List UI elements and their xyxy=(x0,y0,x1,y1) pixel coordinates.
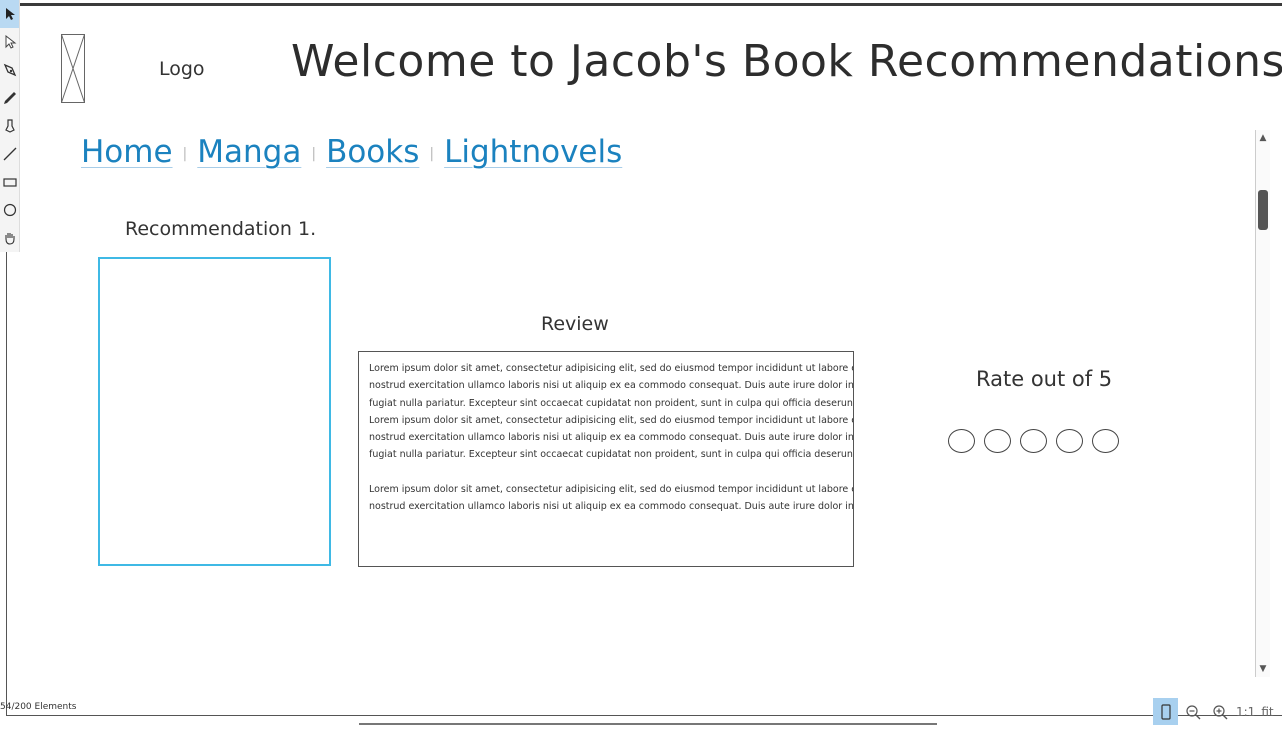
brush-icon[interactable] xyxy=(0,112,19,140)
horizontal-scroll-indicator[interactable] xyxy=(359,723,937,725)
review-line: Lorem ipsum dolor sit amet, consectetur … xyxy=(369,363,853,374)
canvas-bottom-border xyxy=(6,715,1282,716)
select-arrow-icon[interactable] xyxy=(0,0,19,28)
review-paragraph: Lorem ipsum dolor sit amet, consectetur … xyxy=(359,360,853,464)
scroll-down-arrow-icon[interactable]: ▼ xyxy=(1259,664,1267,674)
logo-placeholder xyxy=(61,34,85,103)
review-line: nostrud exercitation ullamco laboris nis… xyxy=(369,501,853,513)
phone-view-icon[interactable] xyxy=(1153,698,1178,725)
nav-separator: | xyxy=(311,146,317,162)
zoom-in-icon[interactable] xyxy=(1207,698,1232,725)
rating-circle-1[interactable] xyxy=(948,429,975,453)
review-text-box[interactable]: Lorem ipsum dolor sit amet, consectetur … xyxy=(358,351,854,567)
review-line: Lorem ipsum dolor sit amet, consectetur … xyxy=(369,414,853,426)
review-line: nostrud exercitation ullamco laboris nis… xyxy=(369,432,853,444)
nav-link-lightnovels[interactable]: Lightnovels xyxy=(444,134,623,170)
zoom-actual-size-button[interactable]: 1:1 xyxy=(1236,704,1256,719)
element-count-status: 54/200 Elements xyxy=(0,702,77,712)
zoom-controls: 1:1 fit xyxy=(1153,698,1276,725)
pencil-icon[interactable] xyxy=(0,84,19,112)
direct-select-icon[interactable] xyxy=(0,28,19,56)
review-line: Lorem ipsum dolor sit amet, consectetur … xyxy=(369,483,853,495)
rating-circle-4[interactable] xyxy=(1056,429,1083,453)
canvas-top-border xyxy=(8,3,1282,6)
rectangle-icon[interactable] xyxy=(0,168,19,196)
ellipse-icon[interactable] xyxy=(0,196,19,224)
line-icon[interactable] xyxy=(0,140,19,168)
tool-palette xyxy=(0,0,20,252)
recommendation-title: Recommendation 1. xyxy=(125,218,317,240)
main-nav: Home | Manga | Books | Lightnovels xyxy=(81,134,622,170)
rating-title: Rate out of 5 xyxy=(976,367,1113,391)
hand-icon[interactable] xyxy=(0,224,19,252)
rating-circle-3[interactable] xyxy=(1020,429,1047,453)
rating-circle-5[interactable] xyxy=(1092,429,1119,453)
review-paragraph: Lorem ipsum dolor sit amet, consectetur … xyxy=(359,481,853,516)
rating-circle-2[interactable] xyxy=(984,429,1011,453)
review-line: fugiat nulla pariatur. Excepteur sint oc… xyxy=(369,397,853,409)
review-title: Review xyxy=(541,313,609,335)
page-title: Welcome to Jacob's Book Recommendations xyxy=(291,36,1282,87)
nav-link-books[interactable]: Books xyxy=(326,134,420,170)
nav-link-home[interactable]: Home xyxy=(81,134,173,170)
review-line: fugiat nulla pariatur. Excepteur sint oc… xyxy=(369,449,853,461)
vertical-scrollbar[interactable]: ▲ ▼ xyxy=(1255,130,1270,677)
review-line: nostrud exercitation ullamco laboris nis… xyxy=(369,380,853,392)
nav-separator: | xyxy=(429,146,435,162)
zoom-out-icon[interactable] xyxy=(1180,698,1205,725)
rating-circles xyxy=(948,429,1119,453)
canvas-left-border xyxy=(6,0,7,716)
nav-link-manga[interactable]: Manga xyxy=(197,134,302,170)
pen-tool-icon[interactable] xyxy=(0,56,19,84)
book-cover-placeholder[interactable] xyxy=(98,257,331,566)
scroll-up-arrow-icon[interactable]: ▲ xyxy=(1259,133,1267,143)
logo-label: Logo xyxy=(159,58,205,80)
zoom-fit-button[interactable]: fit xyxy=(1261,704,1274,719)
scroll-thumb[interactable] xyxy=(1258,190,1268,230)
nav-separator: | xyxy=(182,146,188,162)
